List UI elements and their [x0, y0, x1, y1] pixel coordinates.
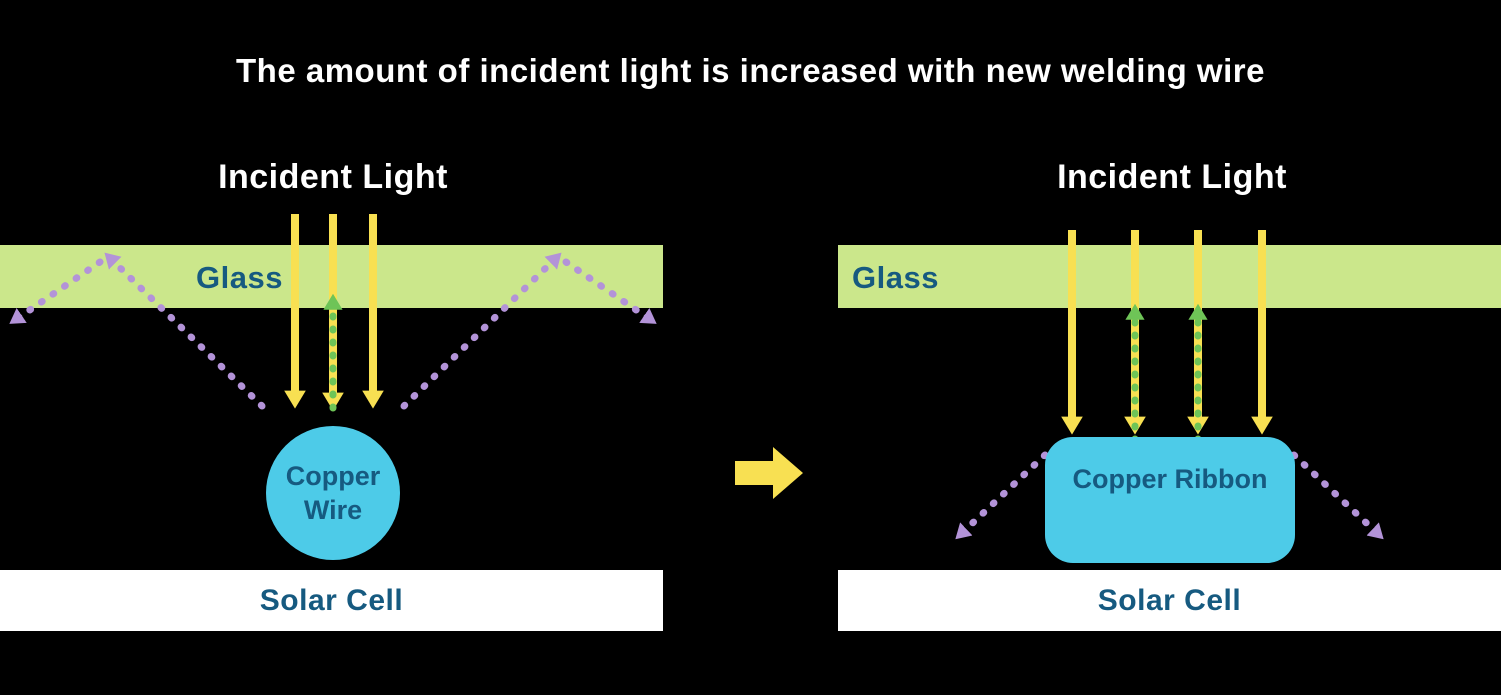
transition-arrow-icon — [735, 447, 803, 499]
glass-label-right: Glass — [852, 260, 939, 295]
glass-label-left: Glass — [196, 260, 283, 295]
returned-ray-arrows-right — [1125, 303, 1208, 444]
reflected-ray-arrows-right — [955, 451, 1384, 540]
copper-wire-label: Copper Wire — [285, 461, 381, 525]
incident-light-label-left: Incident Light — [218, 158, 448, 196]
glass-bar-right — [838, 245, 1501, 308]
copper-wire-shape — [266, 426, 400, 560]
diagram-title: The amount of incident light is increase… — [236, 52, 1265, 89]
solar-cell-label-right: Solar Cell — [1097, 583, 1242, 617]
left-panel-rays — [9, 214, 657, 412]
right-panel-rays — [955, 230, 1384, 540]
solar-cell-label-left: Solar Cell — [259, 583, 404, 617]
copper-ribbon-label: Copper Ribbon — [1072, 464, 1268, 494]
reflected-ray-arrows-left — [9, 252, 657, 410]
solar-cell-bar-right: Solar Cell — [838, 570, 1501, 631]
copper-ribbon-shape — [1045, 437, 1295, 563]
solar-cell-bar-left: Solar Cell — [0, 570, 663, 631]
incident-light-label-right: Incident Light — [1057, 158, 1287, 196]
incident-ray-arrows-right — [1061, 230, 1273, 435]
